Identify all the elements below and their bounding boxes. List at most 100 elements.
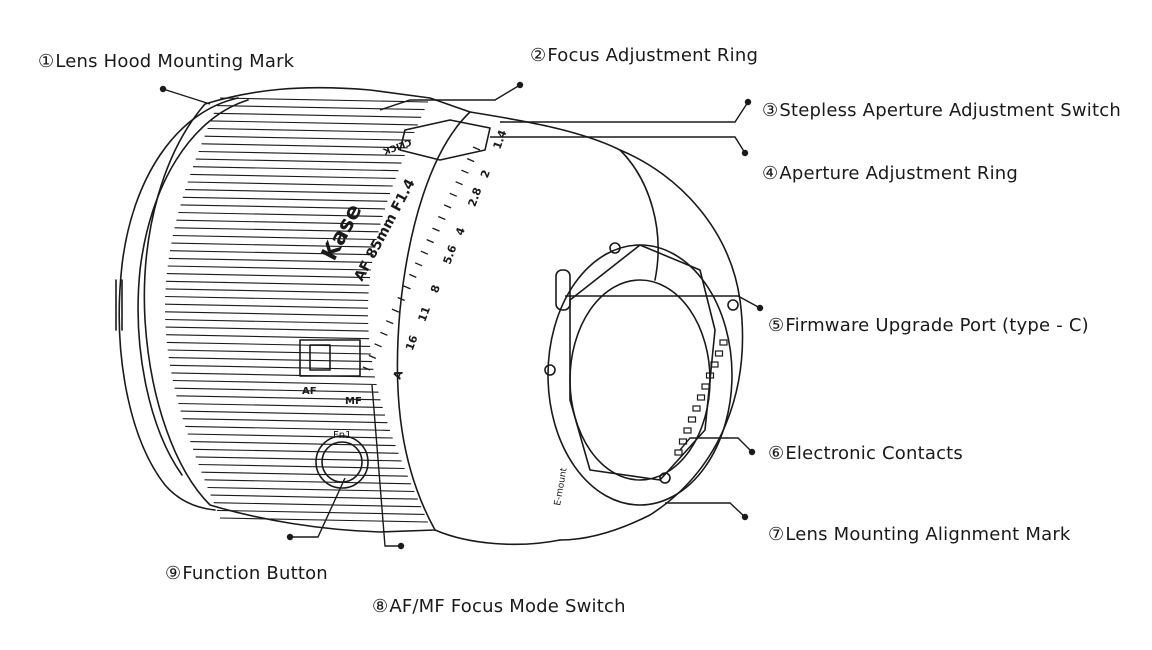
- aperture-tick: [461, 169, 469, 174]
- focus-ring-ridge: [185, 189, 391, 195]
- focus-ring-ridge: [210, 494, 418, 500]
- aperture-tick: [385, 320, 394, 325]
- focus-ring-ridge: [190, 173, 396, 179]
- lens-front-notch: [115, 279, 123, 331]
- label-text: Function Button: [182, 563, 328, 584]
- focus-ring-ridge: [182, 196, 388, 202]
- focus-ring-ridge: [168, 357, 373, 363]
- aperture-scale-label: 2.8: [466, 186, 485, 209]
- focus-ring-ridge: [185, 425, 391, 431]
- label-number: ③: [762, 100, 779, 121]
- label-text: Stepless Aperture Adjustment Switch: [779, 100, 1121, 121]
- mount-inner: [569, 279, 711, 481]
- focus-ring-ridge: [165, 288, 369, 294]
- focus-ring-ridge: [198, 150, 405, 157]
- aperture-scale-label: A: [391, 368, 406, 381]
- leader-9: [290, 477, 346, 538]
- focus-ring-ridge: [176, 219, 381, 225]
- aperture-tick: [432, 227, 440, 232]
- label-text: Focus Adjustment Ring: [547, 45, 759, 66]
- label-text: Electronic Contacts: [785, 443, 964, 464]
- aperture-tick: [391, 308, 400, 313]
- aperture-scale-label: 5.6: [441, 243, 460, 266]
- focus-ring-ridge: [213, 112, 422, 118]
- label-number: ⑧: [372, 596, 389, 617]
- aperture-tick: [466, 158, 475, 163]
- aperture-tick: [420, 250, 429, 255]
- focus-ring-ridge: [201, 471, 408, 477]
- focus-ring-ridge: [172, 379, 377, 386]
- focus-ring-ridge: [169, 364, 374, 370]
- aperture-tick: [426, 239, 434, 244]
- electronic-contact: [674, 449, 683, 456]
- focus-ring-ridge: [182, 418, 388, 424]
- electronic-contact: [687, 416, 697, 423]
- focus-ring-ridge: [207, 127, 415, 134]
- label-firmware-upgrade-port: ⑤Firmware Upgrade Port (type - C): [768, 315, 1089, 336]
- aperture-scale-label: 8: [428, 283, 443, 295]
- focus-ring-ridge: [198, 463, 405, 470]
- label-text: Lens Mounting Alignment Mark: [785, 524, 1071, 545]
- label-number: ⑨: [165, 563, 182, 584]
- mount-flange: [569, 244, 716, 481]
- focus-ring-ridge: [167, 265, 371, 271]
- label-text: Lens Hood Mounting Mark: [55, 51, 295, 72]
- focus-ring-ridge: [192, 166, 399, 172]
- focus-ring-ridge: [168, 257, 373, 263]
- label-text: Firmware Upgrade Port (type - C): [785, 315, 1089, 336]
- focus-ring-ridge: [165, 295, 369, 302]
- label-lens-hood-mounting-mark: ①Lens Hood Mounting Mark: [38, 51, 294, 72]
- focus-ring-ridge: [195, 456, 402, 462]
- label-stepless-aperture-switch: ③Stepless Aperture Adjustment Switch: [762, 100, 1121, 121]
- leader-8: [371, 384, 401, 547]
- electronic-contact: [719, 339, 728, 346]
- aperture-section: [434, 111, 659, 546]
- focus-ring-ridge: [180, 204, 386, 210]
- click-label: CLICK: [381, 136, 413, 156]
- focus-ring-ridge: [192, 448, 399, 454]
- aperture-tick: [368, 354, 377, 359]
- aperture-scale-label: 1.4: [491, 128, 510, 151]
- click-switch-box: [399, 119, 491, 161]
- function-button-ring: [315, 435, 369, 489]
- focus-ring-ridge: [164, 311, 369, 317]
- rear-barrel: [559, 149, 744, 541]
- label-number: ⑦: [768, 524, 785, 545]
- electronic-contact: [701, 383, 710, 390]
- focus-ring-ridge: [178, 402, 383, 409]
- lens-brand: Kase: [317, 200, 367, 265]
- aperture-tick: [380, 331, 388, 336]
- label-focus-adjustment-ring: ②Focus Adjustment Ring: [530, 45, 758, 66]
- electronic-contact: [710, 361, 719, 368]
- aperture-scale-label: 11: [416, 305, 433, 324]
- focus-ring-ridge: [213, 502, 422, 508]
- electronic-contact: [714, 350, 724, 357]
- focus-ring-ridge: [190, 441, 396, 447]
- af-label: AF: [302, 386, 317, 397]
- electronic-contact: [692, 405, 701, 412]
- electronic-contact: [683, 427, 692, 434]
- label-af-mf-focus-mode-switch: ⑧AF/MF Focus Mode Switch: [372, 596, 626, 617]
- mf-label: MF: [345, 396, 362, 407]
- mount-plate: [547, 244, 733, 506]
- aperture-tick: [409, 273, 417, 278]
- label-text: Aperture Adjustment Ring: [779, 163, 1019, 184]
- function-button: [321, 441, 363, 483]
- focus-ring-ridge: [164, 303, 369, 309]
- label-text: AF/MF Focus Mode Switch: [389, 596, 626, 617]
- label-function-button: ⑨Function Button: [165, 563, 328, 584]
- focus-ring-ridge: [219, 97, 429, 103]
- af-mf-switch-knob: [309, 344, 331, 371]
- mount-label: E-mount: [553, 467, 570, 507]
- focus-ring-ridge: [174, 387, 379, 393]
- focus-ring-ridge: [187, 181, 393, 187]
- label-lens-mounting-alignment-mark: ⑦Lens Mounting Alignment Mark: [768, 524, 1071, 545]
- focus-ring-ridge: [204, 135, 412, 141]
- focus-ring-ridge: [169, 250, 374, 256]
- aperture-tick: [472, 146, 481, 151]
- lens-model: AF 85mm F1.4: [351, 176, 418, 284]
- aperture-tick: [438, 215, 446, 221]
- focus-ring-ridge: [204, 479, 412, 485]
